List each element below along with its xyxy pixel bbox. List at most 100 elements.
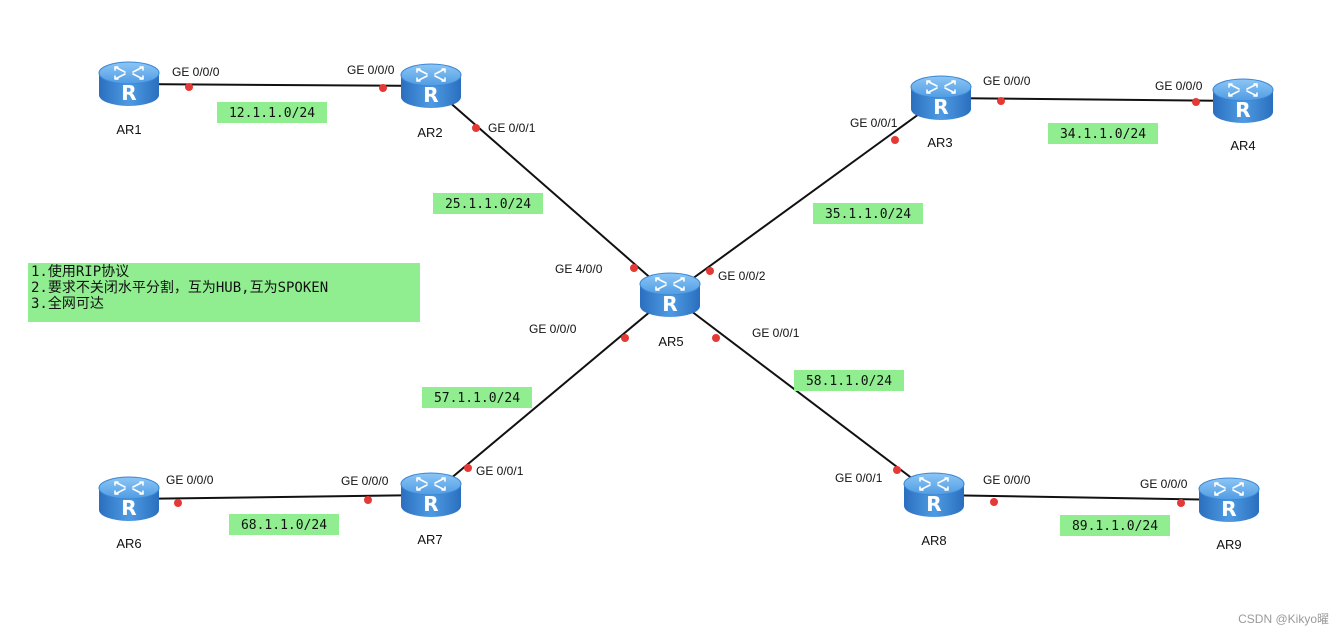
router-top [910,75,972,99]
port-dot [472,124,480,132]
port-label: GE 0/0/1 [850,116,898,130]
network-label-bg [813,203,923,224]
router-glyph: R [1235,98,1250,122]
network-label-bg [229,514,339,535]
port-label: GE 0/0/0 [983,473,1031,487]
link-ar8-ar9 [933,494,1230,501]
router-icon[interactable]: R [400,472,462,517]
network-label-text: 34.1.1.0/24 [1060,127,1146,142]
router-top [400,472,462,496]
network-label: 34.1.1.0/24 [1048,123,1158,144]
port-dot [891,136,899,144]
router-arrows [1214,482,1244,496]
network-label-bg [217,102,327,123]
port-label: GE 0/0/2 [718,269,766,283]
network-label-text: 89.1.1.0/24 [1072,519,1158,534]
network-label: 12.1.1.0/24 [217,102,327,123]
router-name-ar2: AR2 [417,125,442,140]
link-ar8-ar5 [669,294,935,496]
network-label-text: 68.1.1.0/24 [241,518,327,533]
port-label: GE 0/0/0 [166,473,214,487]
router-icon[interactable]: R [903,472,965,517]
network-label-bg [422,387,532,408]
router-name-ar1: AR1 [116,122,141,137]
router-top [98,476,160,500]
router-arrows [416,68,446,82]
network-label: 68.1.1.0/24 [229,514,339,535]
router-icon[interactable]: R [98,61,160,106]
port-dot [379,84,387,92]
router-icon[interactable]: R [400,63,462,108]
router-glyph: R [121,81,136,105]
link-ar2-ar5 [430,85,671,296]
port-dot [997,97,1005,105]
router-icon[interactable]: R [1198,477,1260,522]
router-icon[interactable]: R [639,272,701,317]
port-dot [630,264,638,272]
network-label-bg [794,370,904,391]
requirements-note: 1.使用RIP协议 2.要求不关闭水平分割，互为HUB,互为SPOKEN 3.全… [28,263,420,322]
network-label-text: 57.1.1.0/24 [434,391,520,406]
router-top [1212,78,1274,102]
router-glyph: R [423,492,438,516]
router-glyph: R [662,292,677,316]
router-arrows [416,477,446,491]
port-label: GE 0/0/1 [835,471,883,485]
router-icon[interactable]: R [98,476,160,521]
port-dot [706,267,714,275]
port-label: GE 0/0/0 [983,74,1031,88]
router-glyph: R [1221,497,1236,521]
port-dot [464,464,472,472]
router-name-ar7: AR7 [417,532,442,547]
port-label: GE 0/0/0 [529,322,577,336]
port-dot [621,334,629,342]
router-top [98,61,160,85]
router-top [903,472,965,496]
note-line-2: 2.要求不关闭水平分割，互为HUB,互为SPOKEN [31,280,329,296]
port-label: GE 0/0/0 [1155,79,1203,93]
network-label-text: 12.1.1.0/24 [229,106,315,121]
port-label: GE 0/0/0 [347,63,395,77]
router-name-ar8: AR8 [921,533,946,548]
router-name-ar5: AR5 [658,334,683,349]
port-label: GE 0/0/1 [476,464,524,478]
router-glyph: R [933,95,948,119]
router-arrows [114,481,144,495]
port-label: GE 0/0/0 [341,474,389,488]
port-label: GE 0/0/1 [488,121,536,135]
router-icon[interactable]: R [1212,78,1274,123]
router-arrows [114,66,144,80]
router-glyph: R [121,496,136,520]
router-name-ar3: AR3 [927,135,952,150]
port-dot [364,496,372,504]
network-label: 57.1.1.0/24 [422,387,532,408]
network-label-bg [433,193,543,214]
router-arrows [1228,83,1258,97]
port-label: GE 0/0/1 [752,326,800,340]
port-dot [185,83,193,91]
port-label: GE 4/0/0 [555,262,603,276]
network-label-text: 35.1.1.0/24 [825,207,911,222]
router-name-ar6: AR6 [116,536,141,551]
router-icon[interactable]: R [910,75,972,120]
router-glyph: R [926,492,941,516]
network-label: 25.1.1.0/24 [433,193,543,214]
router-glyph: R [423,83,438,107]
router-arrows [919,477,949,491]
router-name-ar9: AR9 [1216,537,1241,552]
router-top [1198,477,1260,501]
port-dot [174,499,182,507]
router-top [639,272,701,296]
port-dot [712,334,720,342]
network-label-text: 58.1.1.0/24 [806,374,892,389]
router-top [400,63,462,87]
network-label-bg [1048,123,1158,144]
link-ar6-ar7 [128,494,432,500]
port-dot [990,498,998,506]
port-dot [1192,98,1200,106]
port-dot [893,466,901,474]
link-ar7-ar5 [430,294,671,496]
link-ar3-ar5 [669,97,942,296]
router-arrows [655,277,685,291]
